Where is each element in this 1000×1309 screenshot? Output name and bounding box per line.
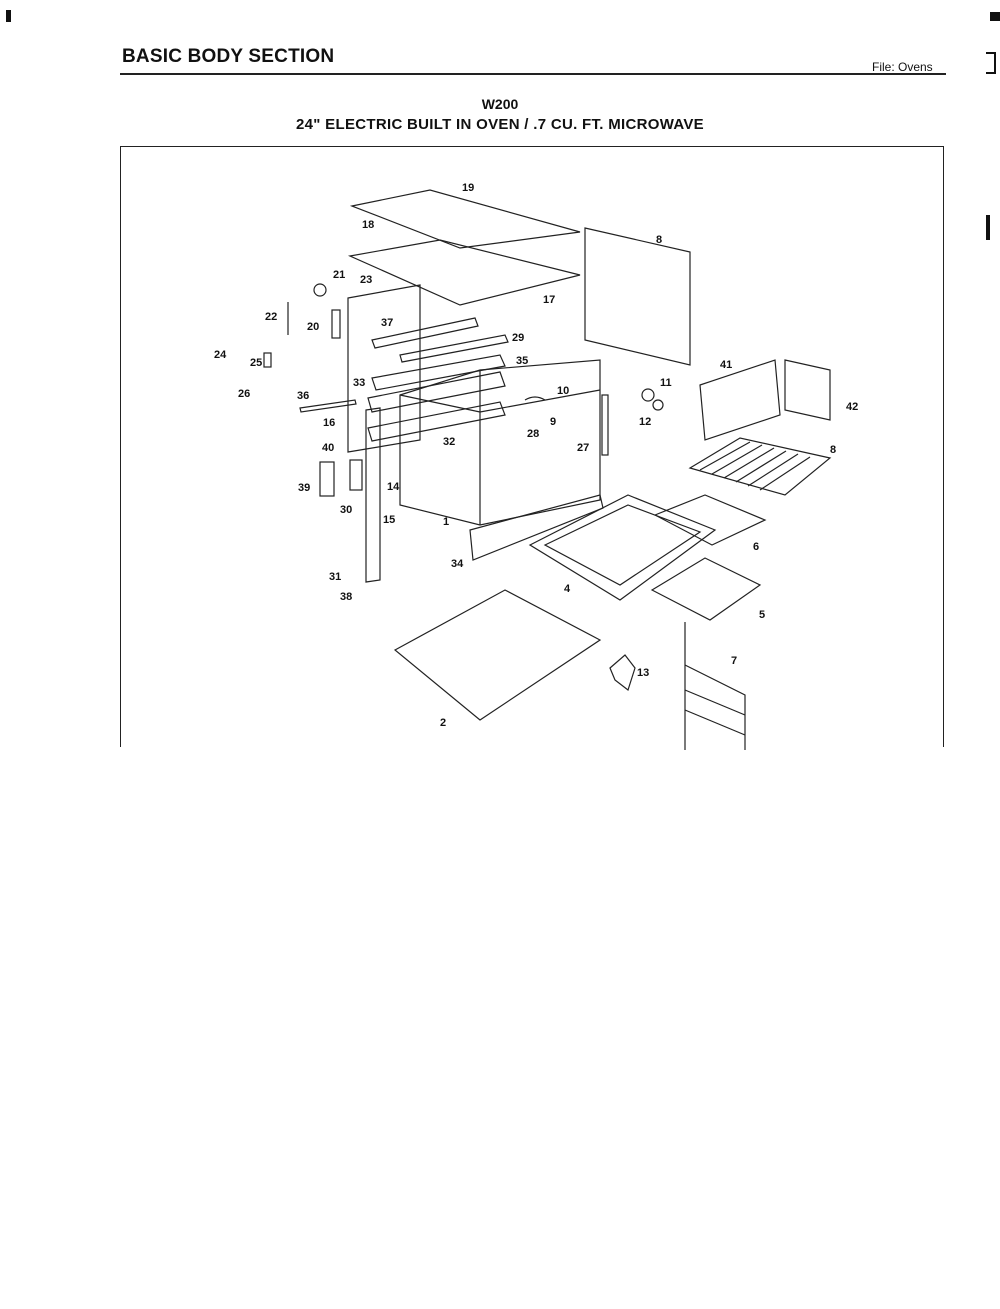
callout-label-40: 40 (322, 442, 334, 454)
callout-label-7: 7 (731, 655, 737, 667)
callout-label-29: 29 (512, 332, 524, 344)
callout-label-14: 14 (387, 481, 400, 493)
panel-41 (699, 359, 781, 441)
part-39 (319, 461, 335, 497)
callout-label-17: 17 (543, 294, 555, 306)
part-12 (652, 399, 664, 411)
callout-label-27: 27 (577, 442, 589, 454)
part-27 (601, 394, 609, 456)
callout-label-30: 30 (340, 504, 352, 516)
left-side-panel (347, 284, 421, 453)
callout-label-26: 26 (238, 388, 250, 400)
side-panel (584, 227, 691, 366)
callout-label-20: 20 (307, 321, 319, 333)
header-rule (120, 73, 946, 75)
callout-label-21: 21 (333, 269, 345, 281)
scan-mark-right-2 (986, 52, 996, 74)
callout-label-10: 10 (557, 385, 569, 397)
callout-label-28: 28 (527, 428, 539, 440)
rail-35 (371, 354, 506, 391)
callout-label-8-rack: 8 (830, 444, 836, 456)
callout-label-36: 36 (297, 390, 309, 402)
scan-mark-right-1 (986, 215, 990, 240)
top-panel (349, 189, 581, 249)
callout-label-31: 31 (329, 571, 341, 583)
diagram-subtitle: 24" ELECTRIC BUILT IN OVEN / .7 CU. FT. … (296, 116, 704, 133)
file-label: File: Ovens (872, 60, 933, 74)
callout-label-13: 13 (637, 667, 649, 679)
front-strip-34 (469, 494, 604, 561)
callout-label-18: 18 (362, 219, 374, 231)
callout-label-33: 33 (353, 377, 365, 389)
callout-label-25: 25 (250, 357, 262, 369)
callout-label-34: 34 (451, 558, 464, 570)
callout-label-5: 5 (759, 609, 765, 621)
bottom-panel (393, 589, 602, 721)
callout-label-11: 11 (660, 377, 672, 389)
callout-label-35: 35 (516, 355, 528, 367)
part-20 (331, 309, 341, 339)
callout-label-24: 24 (214, 349, 227, 361)
front-rail-33 (367, 371, 506, 413)
section-title: BASIC BODY SECTION (122, 46, 335, 67)
callout-label-4: 4 (564, 583, 571, 595)
callout-label-23: 23 (360, 274, 372, 286)
callout-label-9: 9 (550, 416, 556, 428)
part-11 (641, 388, 655, 402)
callout-label-12: 12 (639, 416, 651, 428)
part-13 (609, 654, 636, 691)
oven-body (399, 359, 601, 526)
callout-label-15: 15 (383, 514, 395, 526)
model-number: W200 (481, 96, 519, 112)
part-40 (349, 459, 363, 491)
callout-label-38: 38 (340, 591, 352, 603)
part-10 (524, 396, 546, 401)
rail-37 (371, 317, 479, 349)
rail-29 (399, 334, 509, 363)
scan-mark-top-right (990, 12, 1000, 21)
panel-42 (784, 359, 831, 421)
callout-label-41: 41 (720, 359, 732, 371)
part-25 (263, 352, 272, 368)
diagram-frame (120, 146, 944, 747)
vertical-post-30 (365, 407, 381, 583)
callout-label-6: 6 (753, 541, 759, 553)
scan-mark-top-left (6, 10, 11, 22)
callout-label-39: 39 (298, 482, 310, 494)
door-frame (528, 494, 717, 601)
callout-label-1: 1 (443, 516, 449, 528)
callout-label-8: 8 (656, 234, 662, 246)
insulation-panel (347, 239, 581, 306)
callout-label-37: 37 (381, 317, 393, 329)
callout-label-42: 42 (846, 401, 858, 413)
front-rail-32 (367, 401, 506, 442)
part-21 (313, 283, 327, 297)
oven-rack (688, 437, 832, 496)
callout-label-32: 32 (443, 436, 455, 448)
callout-label-2: 2 (440, 717, 446, 729)
door-glass (650, 557, 762, 621)
callout-label-19: 19 (462, 182, 474, 194)
bar-36 (299, 399, 357, 413)
callout-label-22: 22 (265, 311, 277, 323)
callout-label-16: 16 (323, 417, 335, 429)
inner-glass (653, 494, 767, 546)
